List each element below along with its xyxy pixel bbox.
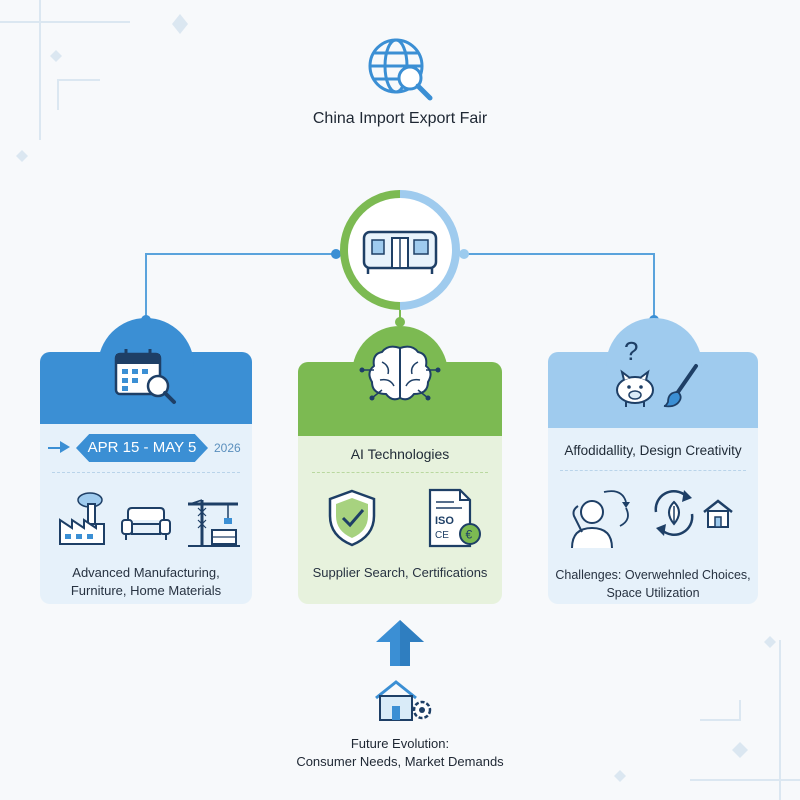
card-right-tab [606,318,702,366]
date-year: 2026 [214,441,241,455]
house-icon [703,499,733,528]
card-right-divider [560,470,746,471]
card-left-caption-line2: Furniture, Home Materials [70,583,222,598]
card-center-divider [312,472,488,473]
date-arrow-line [48,447,66,449]
hub-ring [340,190,460,310]
certificate-icon: ISO CE € [428,488,481,548]
card-right-caption-line2: Space Utilization [606,586,700,600]
page-title: China Import Export Fair [312,110,488,127]
certificate-iso-text: ISO [435,515,454,527]
card-right-heading: Affodidallity, Design Creativity [564,443,742,458]
globe-search-icon [368,38,433,101]
card-left-divider [52,472,240,473]
card-right-caption: Challenges: Overwehnled Choices, Space U… [548,566,758,602]
confused-person-icon [571,490,630,549]
sofa-icon [121,507,171,540]
card-right-caption-line1: Challenges: Overwehnled Choices, [555,568,751,582]
footer-subtitle: Consumer Needs, Market Demands [296,754,504,769]
card-left-caption-line1: Advanced Manufacturing, [72,565,220,580]
card-left-caption: Advanced Manufacturing, Furniture, Home … [40,564,252,600]
piggy-bank-icon [616,369,654,407]
footer-title: Future Evolution: [350,736,450,751]
card-center-heading: AI Technologies [350,446,450,462]
ai-brain-icon [359,345,441,401]
certificate-ce-text: CE [435,530,449,541]
date-arrow-icon [60,441,70,453]
paintbrush-icon [663,364,698,408]
factory-icon [59,492,105,545]
certificate-euro-text: € [466,528,473,542]
house-gear-icon [375,680,432,721]
shield-check-icon [328,489,376,547]
date-range-badge: APR 15 - MAY 5 [76,434,208,462]
question-mark-icon: ? [624,336,639,366]
calendar-search-icon [114,349,176,404]
modular-house-icon [362,230,438,274]
card-center-caption: Supplier Search, Certifications [312,565,488,580]
construction-crane-icon [188,499,240,547]
up-arrow-icon [376,620,424,666]
recycle-icon [654,489,694,537]
